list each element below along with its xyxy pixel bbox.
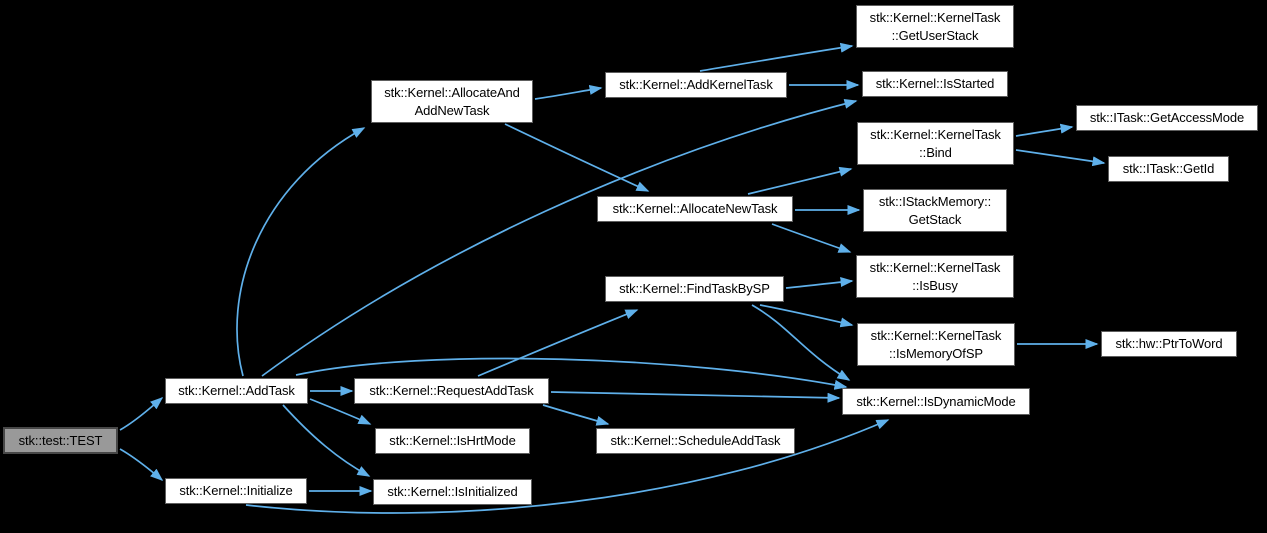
edge-test-to-initialize: [119, 448, 164, 481]
node-label: GetStack: [908, 211, 962, 227]
edge-add-task-to-is-dynamic-mode: [295, 357, 848, 390]
node-label: stk::test::TEST: [18, 432, 103, 448]
graph-node-find-task-by-sp[interactable]: stk::Kernel::FindTaskBySP: [605, 276, 784, 302]
graph-node-get-user-stack[interactable]: stk::Kernel::KernelTask::GetUserStack: [856, 5, 1014, 48]
node-label: stk::Kernel::KernelTask: [869, 9, 1001, 25]
graph-node-get-stack[interactable]: stk::IStackMemory::GetStack: [863, 189, 1007, 232]
graph-node-bind[interactable]: stk::Kernel::KernelTask::Bind: [857, 122, 1014, 165]
graph-node-is-memory-of-sp[interactable]: stk::Kernel::KernelTask::IsMemoryOfSP: [857, 323, 1015, 366]
node-label: ::IsMemoryOfSP: [889, 345, 983, 361]
node-label: stk::ITask::GetId: [1122, 161, 1215, 176]
node-label: stk::Kernel::AddTask: [178, 383, 295, 398]
node-label: stk::Kernel::IsInitialized: [387, 484, 518, 499]
edge-request-add-task-to-schedule-add-task: [542, 404, 610, 426]
graph-node-is-started[interactable]: stk::Kernel::IsStarted: [862, 71, 1008, 97]
node-label: stk::hw::PtrToWord: [1115, 336, 1223, 351]
node-label: ::Bind: [919, 144, 952, 160]
node-label: stk::Kernel::RequestAddTask: [369, 383, 534, 398]
node-label: stk::Kernel::AllocateAnd: [384, 84, 520, 100]
node-label: stk::Kernel::KernelTask: [870, 327, 1002, 343]
graph-node-is-initialized[interactable]: stk::Kernel::IsInitialized: [373, 479, 532, 505]
node-label: stk::Kernel::AllocateNewTask: [612, 201, 778, 216]
node-label: ::IsBusy: [912, 277, 958, 293]
edge-request-add-task-to-is-dynamic-mode: [550, 391, 841, 403]
graph-node-add-task[interactable]: stk::Kernel::AddTask: [165, 378, 308, 404]
edge-add-task-to-allocate-and-add: [236, 127, 366, 377]
edge-allocate-new-task-to-is-busy: [771, 223, 852, 253]
edge-allocate-new-task-to-bind: [747, 166, 853, 195]
edge-allocate-and-add-to-add-kernel-task: [534, 84, 603, 100]
node-label: AddNewTask: [414, 102, 490, 118]
edge-test-to-add-task: [119, 397, 164, 431]
graph-node-add-kernel-task[interactable]: stk::Kernel::AddKernelTask: [605, 72, 787, 98]
edge-initialize-to-is-dynamic-mode: [245, 419, 890, 514]
edge-add-kernel-task-to-get-user-stack: [699, 42, 854, 72]
graph-node-ptr-to-word[interactable]: stk::hw::PtrToWord: [1101, 331, 1237, 357]
edge-find-task-by-sp-to-is-memory-of-sp: [759, 304, 854, 328]
graph-node-is-hrt-mode[interactable]: stk::Kernel::IsHrtMode: [375, 428, 530, 454]
graph-node-request-add-task[interactable]: stk::Kernel::RequestAddTask: [354, 378, 549, 404]
node-label: stk::ITask::GetAccessMode: [1089, 110, 1245, 125]
node-label: stk::Kernel::ScheduleAddTask: [610, 433, 781, 448]
graph-node-is-dynamic-mode[interactable]: stk::Kernel::IsDynamicMode: [842, 388, 1030, 415]
node-label: stk::IStackMemory::: [878, 193, 992, 209]
graph-node-is-busy[interactable]: stk::Kernel::KernelTask::IsBusy: [856, 255, 1014, 298]
node-label: stk::Kernel::KernelTask: [870, 126, 1001, 142]
graph-node-get-id[interactable]: stk::ITask::GetId: [1108, 156, 1229, 182]
node-label: stk::Kernel::IsStarted: [875, 76, 995, 91]
node-label: stk::Kernel::IsDynamicMode: [856, 393, 1016, 409]
edge-add-task-to-is-hrt-mode: [309, 398, 372, 425]
graph-node-schedule-add-task[interactable]: stk::Kernel::ScheduleAddTask: [596, 428, 795, 454]
edge-add-task-to-is-started: [261, 98, 858, 377]
graph-node-initialize[interactable]: stk::Kernel::Initialize: [165, 478, 307, 504]
node-label: stk::Kernel::AddKernelTask: [619, 77, 773, 92]
edge-allocate-and-add-to-allocate-new-task: [504, 123, 650, 192]
graph-node-allocate-new-task[interactable]: stk::Kernel::AllocateNewTask: [597, 196, 793, 222]
edge-add-task-to-is-initialized: [282, 404, 371, 477]
node-label: ::GetUserStack: [891, 27, 979, 43]
edge-find-task-by-sp-to-is-busy: [785, 277, 854, 289]
edge-request-add-task-to-find-task-by-sp: [477, 309, 639, 377]
edge-bind-to-get-access-mode: [1015, 123, 1074, 137]
graph-node-get-access-mode[interactable]: stk::ITask::GetAccessMode: [1076, 105, 1258, 131]
edge-bind-to-get-id: [1015, 149, 1106, 167]
edge-find-task-by-sp-to-is-dynamic-mode: [751, 304, 851, 381]
node-label: stk::Kernel::Initialize: [179, 483, 293, 498]
graph-node-test[interactable]: stk::test::TEST: [3, 427, 118, 454]
node-label: stk::Kernel::KernelTask: [869, 259, 1001, 275]
node-label: stk::Kernel::IsHrtMode: [389, 433, 516, 448]
node-label: stk::Kernel::FindTaskBySP: [619, 281, 770, 296]
